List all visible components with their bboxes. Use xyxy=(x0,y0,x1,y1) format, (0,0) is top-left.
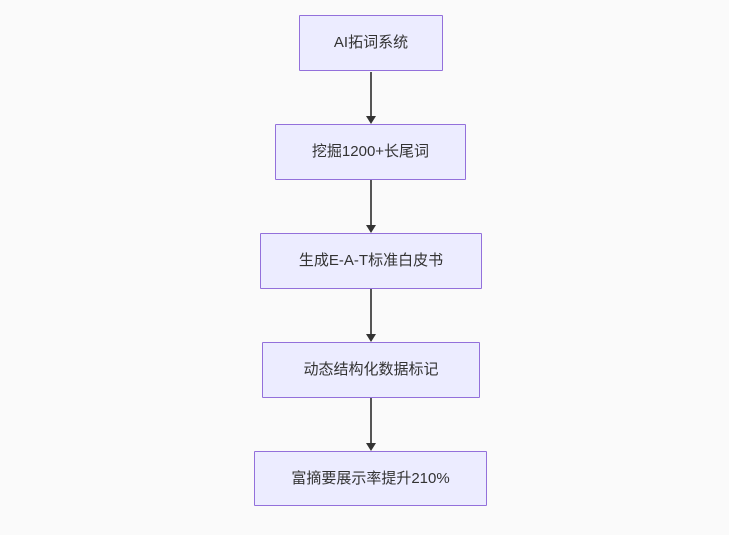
flow-node-rich-snippet-result: 富摘要展示率提升210% xyxy=(254,451,487,506)
flow-node-label: 动态结构化数据标记 xyxy=(303,361,439,378)
flow-arrow-1 xyxy=(366,72,376,124)
flow-arrow-4 xyxy=(366,398,376,451)
flow-node-longtail-mining: 挖掘1200+长尾词 xyxy=(275,124,466,180)
edge-line xyxy=(370,180,372,225)
edge-line xyxy=(370,72,372,116)
edge-line xyxy=(370,289,372,334)
flow-node-structured-data: 动态结构化数据标记 xyxy=(262,342,480,398)
flow-node-label: 生成E-A-T标准白皮书 xyxy=(298,252,444,269)
arrowhead-down-icon xyxy=(366,443,376,451)
flow-node-ai-keyword-system: AI拓词系统 xyxy=(299,15,443,71)
flow-node-label: 富摘要展示率提升210% xyxy=(291,469,450,487)
flow-arrow-2 xyxy=(366,180,376,233)
arrowhead-down-icon xyxy=(366,225,376,233)
flow-arrow-3 xyxy=(366,289,376,342)
flow-node-label: 挖掘1200+长尾词 xyxy=(311,143,430,160)
arrowhead-down-icon xyxy=(366,116,376,124)
flow-node-label: AI拓词系统 xyxy=(333,34,409,51)
arrowhead-down-icon xyxy=(366,334,376,342)
edge-line xyxy=(370,398,372,443)
flow-node-eat-whitepaper: 生成E-A-T标准白皮书 xyxy=(260,233,482,289)
